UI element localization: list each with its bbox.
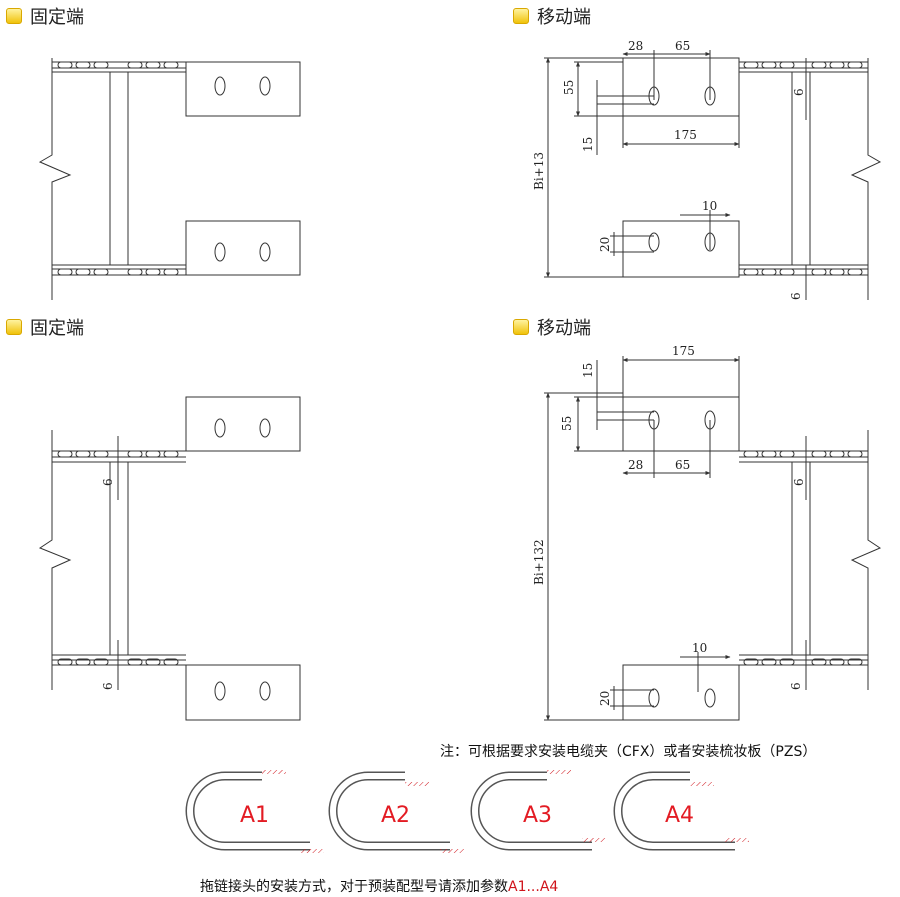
dim-10: 10 [702,199,717,213]
dim-6: 6 [792,478,806,486]
dim-10: 10 [692,641,707,655]
fixed-end-text: 固定端 [30,7,84,28]
dim-6: 6 [789,292,803,300]
dim-55: 55 [560,416,574,431]
bullet-icon [6,319,22,335]
dim-20: 20 [598,237,612,252]
installation-note: 注：可根据要求安装电缆夹（CFX）或者安装梳妆板（PZS） [440,744,817,760]
bullet-icon [513,8,529,24]
dim-bi: Bi+132 [532,539,546,585]
mode-a2: A2 [328,771,464,853]
moving-end-text: 移动端 [537,318,591,339]
dim-28: 28 [628,39,643,53]
fixed-end-text: 固定端 [30,318,84,339]
dim-28: 28 [628,458,643,472]
dim-175: 175 [672,344,695,358]
fixed-end-label-top: 固定端 [6,3,84,29]
mounting-caption: 拖链接头的安装方式，对于预装配型号请添加参数A1...A4 [200,876,558,896]
mode-label-a2: A2 [381,803,410,828]
fixed-end-drawing-top [38,58,301,300]
dim-15: 15 [581,137,595,152]
bracket-plate [622,57,740,117]
moving-end-drawing-top [544,50,882,300]
bracket-plate [622,664,740,721]
dim-55: 55 [562,80,576,95]
moving-end-text: 移动端 [537,7,591,28]
mode-label-a3: A3 [523,803,552,828]
dim-6: 6 [101,478,115,486]
moving-end-label-top: 移动端 [513,3,591,29]
mode-a4: A4 [613,771,749,851]
mode-a1: A1 [185,770,324,853]
dim-6: 6 [792,88,806,96]
dim-bi: Bi+13 [532,152,546,190]
mounting-mode-diagrams: A1 A2 A3 A4 [185,770,749,853]
dimension-labels-bottom-right: 175 15 55 28 65 6 Bi+132 10 20 6 [532,344,806,706]
chain-links-top [57,61,179,69]
bracket-plate [185,220,301,276]
dim-6: 6 [789,682,803,690]
caption-codes: A1...A4 [508,879,559,895]
dimension-labels-top-right: 28 65 175 55 15 6 Bi+13 10 20 6 [532,39,806,300]
bracket-plate [185,396,301,452]
moving-end-drawing-bottom [544,356,882,721]
bullet-icon [6,8,22,24]
bracket-plate [185,61,301,117]
dim-175: 175 [674,128,697,142]
moving-end-label-bottom: 移动端 [513,314,591,340]
dim-15: 15 [581,363,595,378]
dim-65: 65 [675,39,690,53]
fixed-end-drawing-bottom [38,396,301,721]
dimension-labels-bottom-left: 6 6 [101,478,115,690]
bracket-plate [622,396,740,452]
dim-6: 6 [101,682,115,690]
bracket-plate [185,664,301,721]
mode-label-a4: A4 [665,803,694,828]
mode-label-a1: A1 [240,803,269,828]
bullet-icon [513,319,529,335]
mode-a3: A3 [470,770,606,851]
dim-20: 20 [598,691,612,706]
caption-text: 拖链接头的安装方式，对于预装配型号请添加参数 [200,879,508,895]
bracket-plate [622,220,740,278]
fixed-end-label-bottom: 固定端 [6,314,84,340]
dim-65: 65 [675,458,690,472]
